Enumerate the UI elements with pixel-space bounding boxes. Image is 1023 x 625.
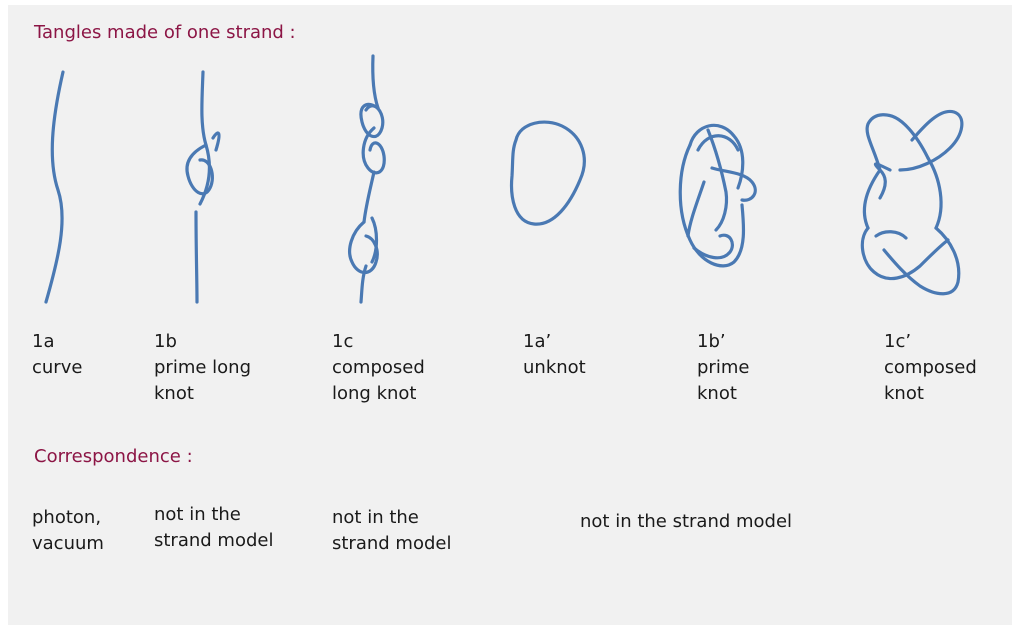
- correspondence-1c: not in the strand model: [332, 507, 452, 554]
- prime-knot-1b-prime: [678, 123, 757, 268]
- tangle-label-1c-prime: 1c’ composed knot: [884, 331, 977, 404]
- correspondence-1a: photon, vacuum: [32, 507, 104, 554]
- curve-strand-1a: [44, 70, 65, 304]
- tangle-label-1c: 1c composed long knot: [332, 331, 425, 404]
- tangle-label-1b: 1b prime long knot: [154, 331, 252, 404]
- correspondence-1b: not in the strand model: [154, 504, 274, 551]
- composed-knot-1c-prime: [860, 109, 964, 296]
- tangles-heading: Tangles made of one strand :: [34, 22, 296, 43]
- tangle-label-1a: 1a curve: [32, 331, 83, 378]
- prime-long-knot-1b: [185, 70, 221, 304]
- figure-panel: [8, 5, 1012, 625]
- composed-long-knot-1c: [348, 54, 386, 304]
- correspondence-heading: Correspondence :: [34, 446, 193, 467]
- tangle-label-1a-prime: 1a’ unknot: [523, 331, 586, 378]
- correspondence-closed-knots: not in the strand model: [580, 511, 793, 532]
- tangle-label-1b-prime: 1b’ prime knot: [697, 331, 750, 404]
- unknot-1a-prime: [509, 120, 586, 226]
